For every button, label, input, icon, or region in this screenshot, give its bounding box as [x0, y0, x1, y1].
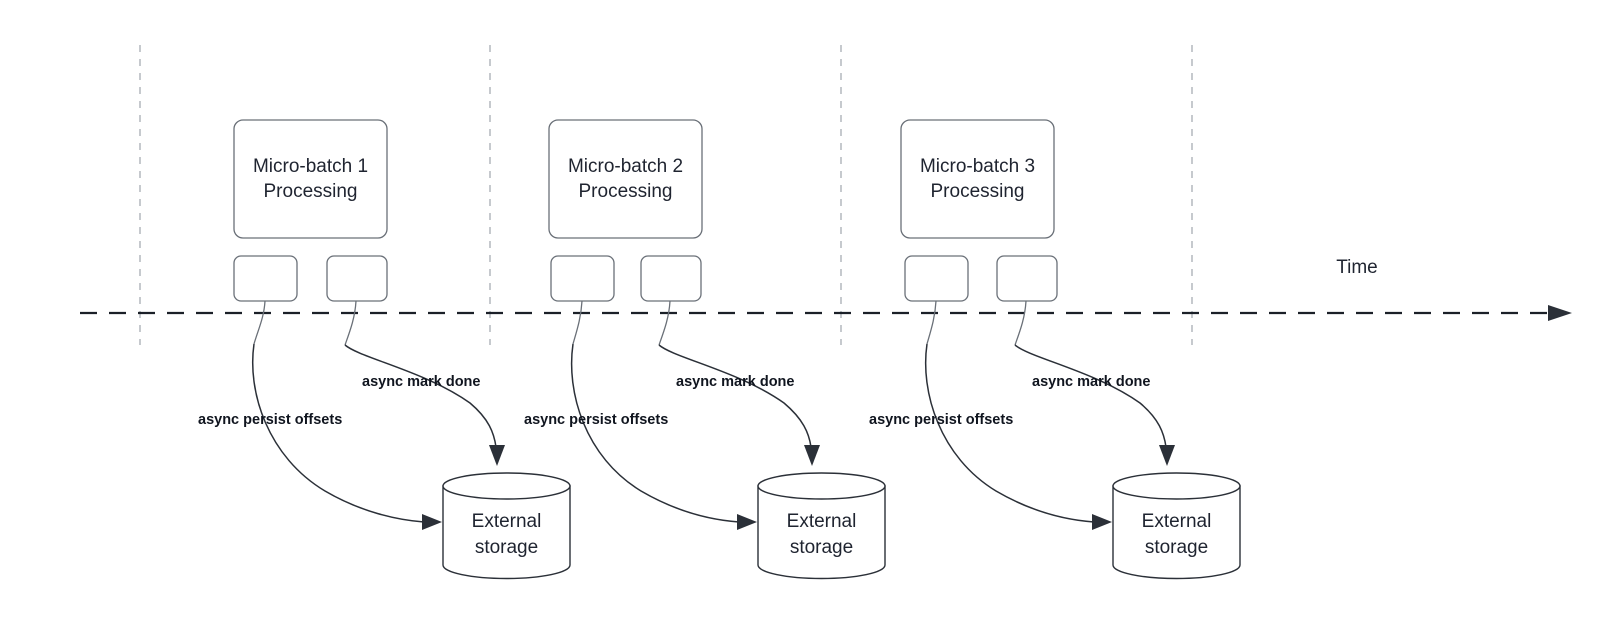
offset-commit-stem-2 [572, 300, 583, 345]
external-storage-2-label-line2: storage [790, 537, 853, 558]
external-storage-2-label-line1: External [787, 511, 857, 532]
async-mark-done-arrowhead-2 [804, 445, 820, 466]
mark-done-stem-1 [344, 300, 357, 346]
micro-batch-1-label-line2: Processing [264, 181, 358, 202]
async-persist-offsets-arrowhead-3 [1092, 514, 1112, 530]
mark-done-task-box-2[interactable] [640, 255, 702, 302]
offset-commit-task-box-3[interactable] [904, 255, 969, 302]
async-persist-offsets-arrow-3 [924, 343, 1095, 523]
micro-batch-2-label-line2: Processing [579, 181, 673, 202]
right-arrow-head [1548, 305, 1572, 321]
micro-batch-group-2: Micro-batch 2 Processing External storag… [524, 119, 886, 580]
micro-batch-1-label-line1: Micro-batch 1 [253, 156, 368, 177]
time-axis-label: Time [1336, 257, 1378, 278]
micro-batch-3-label-line2: Processing [931, 181, 1025, 202]
micro-batch-group-3: Micro-batch 3 Processing External storag… [869, 119, 1241, 580]
async-persist-offsets-arrow-1 [251, 343, 425, 523]
micro-batch-group-1: Micro-batch 1 Processing External storag… [198, 119, 571, 580]
async-persist-offsets-arrowhead-2 [737, 514, 757, 530]
mark-done-stem-3 [1014, 300, 1027, 346]
async-mark-done-arrowhead-1 [489, 445, 505, 466]
external-storage-2-body [757, 485, 886, 580]
time-axis [80, 305, 1572, 321]
async-mark-done-label-2: async mark done [676, 374, 794, 390]
async-mark-done-label-3: async mark done [1032, 374, 1150, 390]
micro-batch-3-label-line1: Micro-batch 3 [920, 156, 1035, 177]
micro-batch-2-label-line1: Micro-batch 2 [568, 156, 683, 177]
external-storage-1[interactable]: External storage [442, 472, 571, 580]
external-storage-3-label-line2: storage [1145, 537, 1208, 558]
micro-batch-3-box[interactable] [900, 119, 1055, 239]
mark-done-task-box-1[interactable] [326, 255, 388, 302]
external-storage-3[interactable]: External storage [1112, 472, 1241, 580]
async-persist-offsets-label-2: async persist offsets [524, 412, 668, 428]
external-storage-3-top [1112, 472, 1241, 500]
async-persist-offsets-arrow-2 [570, 343, 740, 523]
mark-done-stem-2 [658, 300, 671, 346]
offset-commit-stem-3 [926, 300, 937, 345]
external-storage-2[interactable]: External storage [757, 472, 886, 580]
async-mark-done-arrowhead-3 [1159, 445, 1175, 466]
mark-done-task-box-3[interactable] [996, 255, 1058, 302]
async-mark-done-arrow-1 [344, 344, 497, 448]
external-storage-3-body [1112, 485, 1241, 580]
offset-commit-task-box-2[interactable] [550, 255, 615, 302]
offset-commit-task-box-1[interactable] [233, 255, 298, 302]
offset-commit-stem-1 [253, 300, 266, 345]
async-persist-offsets-label-3: async persist offsets [869, 412, 1013, 428]
async-mark-done-arrow-3 [1014, 344, 1167, 448]
async-mark-done-arrow-2 [658, 344, 812, 448]
external-storage-1-label-line2: storage [475, 537, 538, 558]
external-storage-1-top [442, 472, 571, 500]
external-storage-2-top [757, 472, 886, 500]
async-mark-done-label-1: async mark done [362, 374, 480, 390]
micro-batch-1-box[interactable] [233, 119, 388, 239]
external-storage-3-label-line1: External [1142, 511, 1212, 532]
micro-batch-2-box[interactable] [548, 119, 703, 239]
external-storage-1-body [442, 485, 571, 580]
external-storage-1-label-line1: External [472, 511, 542, 532]
async-persist-offsets-arrowhead-1 [422, 514, 442, 530]
async-persist-offsets-label-1: async persist offsets [198, 412, 342, 428]
